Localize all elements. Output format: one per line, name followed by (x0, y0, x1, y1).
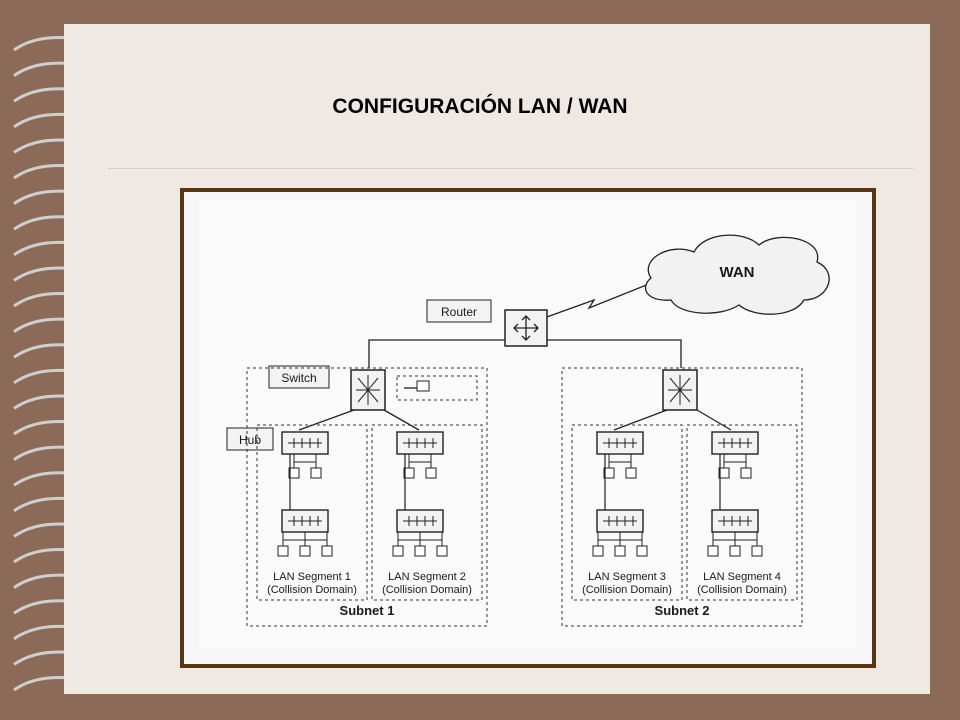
switch-port-box (396, 375, 478, 401)
segment-label: LAN Segment 1 (273, 571, 351, 583)
slide-title: CONFIGURACIÓN LAN / WAN (332, 95, 628, 118)
collision-domain-label: (Collision Domain) (267, 584, 357, 596)
wan-cloud (645, 234, 830, 315)
computer-icon (403, 467, 415, 479)
computer-icon (603, 467, 615, 479)
computer-icon (707, 545, 719, 557)
segment-box (256, 424, 368, 601)
router-label: Router (441, 305, 477, 319)
collision-domain-label: (Collision Domain) (382, 584, 472, 596)
subnet-box (246, 367, 488, 627)
hub-label-box (226, 427, 274, 451)
segment-label: LAN Segment 4 (703, 571, 781, 583)
computer-icon (740, 467, 752, 479)
segment-box (371, 424, 483, 601)
computer-icon (277, 545, 289, 557)
hub-ports-icon (403, 516, 437, 526)
computer-icon (288, 467, 300, 479)
segment-label: LAN Segment 3 (588, 571, 666, 583)
wan-label: WAN (720, 264, 755, 281)
switch-star-icon (668, 375, 692, 405)
segment-box (686, 424, 798, 601)
computer-icon (751, 545, 763, 557)
router-label-box (426, 299, 492, 323)
computer-icon (729, 545, 741, 557)
hub-ports-icon (603, 438, 637, 448)
subnet-label: Subnet 2 (655, 603, 710, 618)
collision-domain-label: (Collision Domain) (697, 584, 787, 596)
hub-ports-icon (288, 516, 322, 526)
computer-icon (299, 545, 311, 557)
hub-ports-icon (603, 516, 637, 526)
computer-icon (614, 545, 626, 557)
computer-icon (425, 467, 437, 479)
switch-star-icon (356, 375, 380, 405)
subnet-label: Subnet 1 (340, 603, 395, 618)
collision-domain-label: (Collision Domain) (582, 584, 672, 596)
computer-icon (436, 545, 448, 557)
computer-icon (310, 467, 322, 479)
subnet-box (561, 367, 803, 627)
title-divider (108, 168, 914, 169)
computer-icon (718, 467, 730, 479)
hub-ports-icon (403, 438, 437, 448)
hub-ports-icon (288, 438, 322, 448)
segment-label: LAN Segment 2 (388, 571, 466, 583)
router-arrows-icon (513, 315, 539, 341)
segment-box (571, 424, 683, 601)
switch-port-icon (416, 380, 430, 392)
computer-icon (392, 545, 404, 557)
computer-icon (625, 467, 637, 479)
computer-icon (636, 545, 648, 557)
computer-icon (592, 545, 604, 557)
computer-icon (321, 545, 333, 557)
hub-ports-icon (718, 516, 752, 526)
computer-icon (414, 545, 426, 557)
connection-lines (298, 283, 732, 431)
hub-ports-icon (718, 438, 752, 448)
switch-label-box (268, 365, 330, 389)
hub-label: Hub (239, 433, 261, 447)
switch-label: Switch (281, 371, 316, 385)
